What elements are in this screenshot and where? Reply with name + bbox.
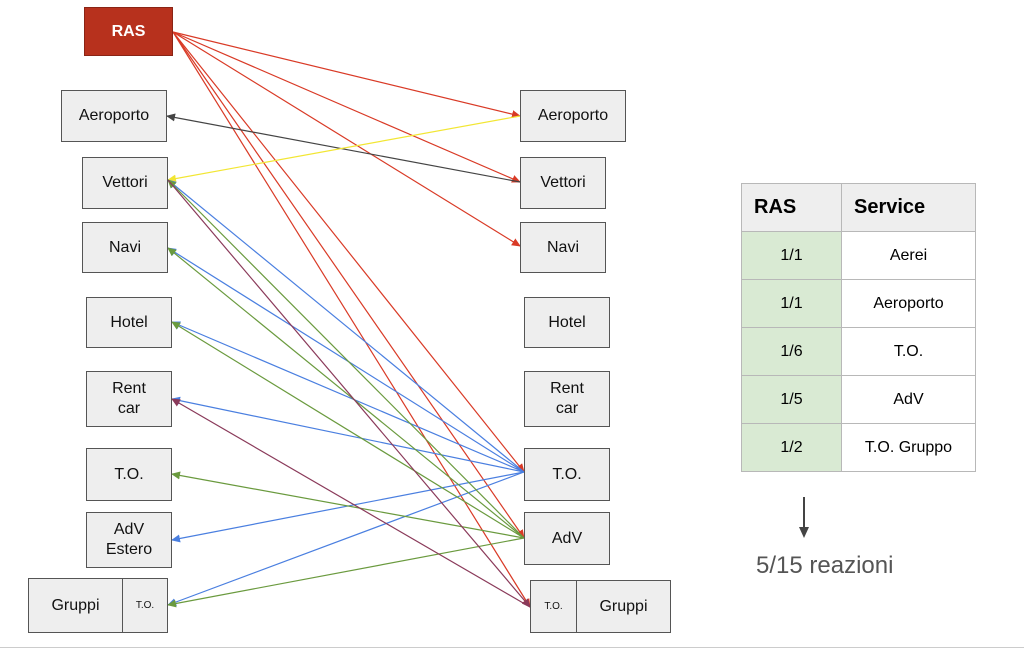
edge-blue [167,247,525,473]
node-left-adv-estero: AdV Estero [86,512,172,568]
node-left-to-label: T.O. [114,465,144,483]
arrow-down-icon [799,497,809,538]
node-ras: RAS [84,7,173,56]
edge-red [172,31,521,119]
edge-green [171,321,525,539]
node-ras-label: RAS [111,22,146,40]
service-cell: T.O. [841,327,976,376]
node-left-rentcar-label: Rent car [112,380,146,417]
edge-dark [166,113,521,183]
header-service: Service [841,183,976,232]
service-cell: AdV [841,375,976,424]
node-left-gruppi: Gruppi [28,578,123,633]
node-right-adv: AdV [524,512,610,565]
service-cell: T.O. Gruppo [841,423,976,472]
node-left-aeroporto-label: Aeroporto [78,107,150,124]
edges-layer [166,31,531,608]
node-left-adv-estero-label: AdV Estero [105,521,153,558]
edge-green [167,179,525,539]
edge-purple [171,398,531,608]
summary-table: RAS Service 1/1 Aerei 1/1 Aeroporto 1/6 … [741,183,976,472]
edge-red [172,31,525,473]
node-right-gruppi-label: Gruppi [599,597,648,615]
node-left-hotel: Hotel [86,297,172,348]
edge-blue [167,179,525,473]
edge-blue [171,396,525,473]
node-right-vettori: Vettori [520,157,606,209]
node-left-gruppi-to-label: T.O. [135,599,155,611]
edge-green [167,247,525,539]
edge-red [172,31,521,247]
header-ras: RAS [741,183,842,232]
node-right-gruppi-to-label: T.O. [544,600,563,612]
edge-red [172,31,525,539]
ras-cell: 1/1 [741,231,842,280]
edge-green [171,471,525,539]
edge-blue [167,471,525,606]
table-row: 1/2 T.O. Gruppo [741,423,976,472]
node-left-gruppi-to: T.O. [122,578,168,633]
node-right-navi-label: Navi [546,238,579,256]
edge-yellow [167,115,521,183]
node-left-navi-label: Navi [108,238,141,256]
node-right-navi: Navi [520,222,606,273]
node-right-rentcar-label: Rent car [550,380,584,417]
edge-purple [167,179,531,608]
table-row: 1/1 Aerei [741,231,976,280]
ras-cell: 1/2 [741,423,842,472]
node-right-adv-label: AdV [551,529,583,547]
node-right-aeroporto-label: Aeroporto [537,107,609,124]
node-left-gruppi-label: Gruppi [51,596,100,614]
node-left-rentcar: Rent car [86,371,172,427]
ras-cell: 1/6 [741,327,842,376]
node-left-vettori-label: Vettori [102,174,148,191]
node-right-vettori-label: Vettori [540,174,586,191]
node-right-rentcar: Rent car [524,371,610,427]
table-row: 1/5 AdV [741,375,976,424]
edge-red [172,31,521,183]
node-right-gruppi: Gruppi [576,580,671,633]
bottom-divider [0,647,1024,648]
node-right-aeroporto: Aeroporto [520,90,626,142]
edge-blue [171,321,525,473]
table-row: 1/6 T.O. [741,327,976,376]
node-right-gruppi-to: T.O. [530,580,577,633]
node-right-to: T.O. [524,448,610,501]
node-left-navi: Navi [82,222,168,273]
service-cell: Aerei [841,231,976,280]
node-left-vettori: Vettori [82,157,168,209]
edge-green [167,537,525,608]
ras-cell: 1/5 [741,375,842,424]
node-left-hotel-label: Hotel [110,313,148,331]
node-right-to-label: T.O. [552,465,582,483]
node-left-aeroporto: Aeroporto [61,90,167,142]
table-row: 1/1 Aeroporto [741,279,976,328]
node-left-to: T.O. [86,448,172,501]
result-text: 5/15 reazioni [756,552,894,579]
service-cell: Aeroporto [841,279,976,328]
node-right-hotel: Hotel [524,297,610,348]
edge-red [172,31,531,608]
summary-header-row: RAS Service [741,183,976,232]
ras-cell: 1/1 [741,279,842,328]
node-right-hotel-label: Hotel [548,313,586,331]
